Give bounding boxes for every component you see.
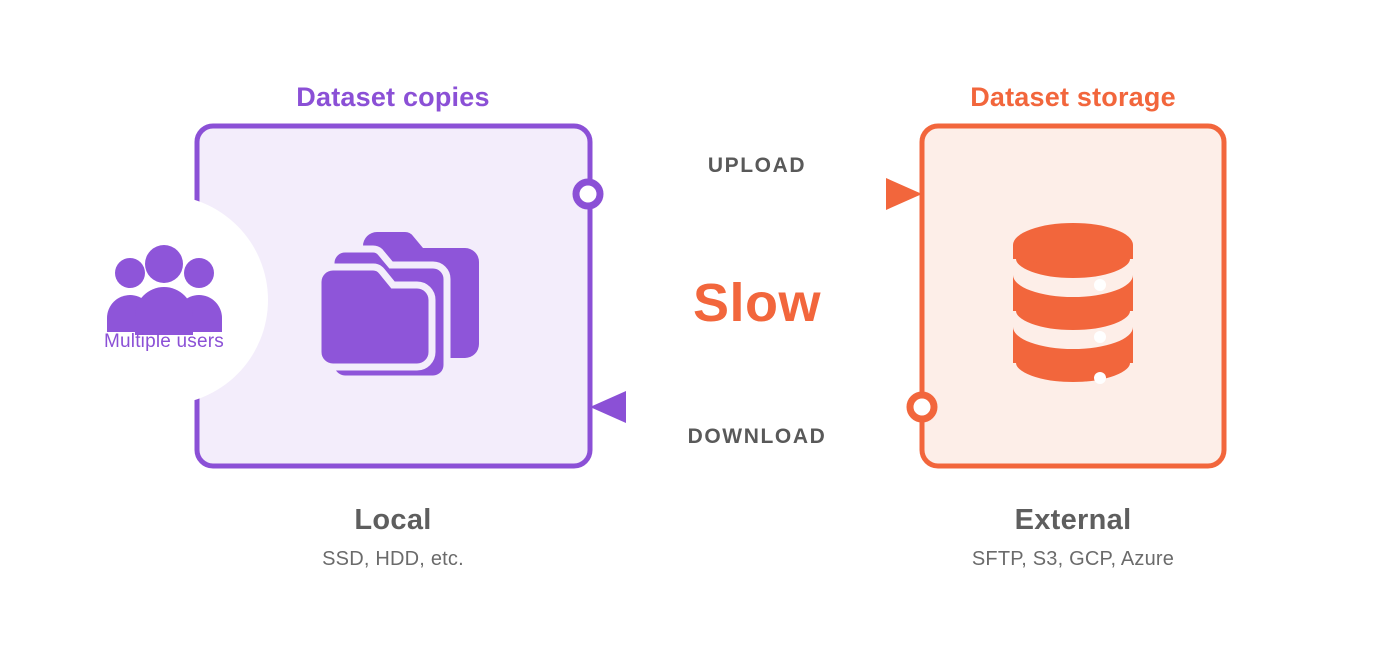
speed-label: Slow: [692, 273, 822, 333]
upload-label: UPLOAD: [707, 154, 807, 177]
multiple-users-label: Multiple users: [103, 331, 225, 352]
multiple-users-icon: [107, 245, 222, 335]
database-cylinder-icon: [1010, 223, 1136, 388]
local-panel: [58, 123, 593, 469]
external-panel-box: [919, 123, 1227, 469]
upload-origin-node: [572, 178, 604, 210]
external-caption-title: External: [1014, 504, 1132, 536]
local-caption-subtitle: SSD, HDD, etc.: [322, 548, 464, 570]
external-panel-title: Dataset storage: [970, 82, 1176, 112]
download-arrow: [590, 391, 938, 423]
folders-icon: [314, 232, 479, 383]
external-caption-subtitle: SFTP, S3, GCP, Azure: [971, 548, 1175, 570]
download-label: DOWNLOAD: [687, 425, 827, 448]
download-origin-node: [906, 391, 938, 423]
upload-arrow: [572, 178, 922, 210]
local-panel-title: Dataset copies: [296, 82, 490, 112]
local-caption-title: Local: [354, 504, 432, 536]
external-panel: [919, 123, 1227, 469]
